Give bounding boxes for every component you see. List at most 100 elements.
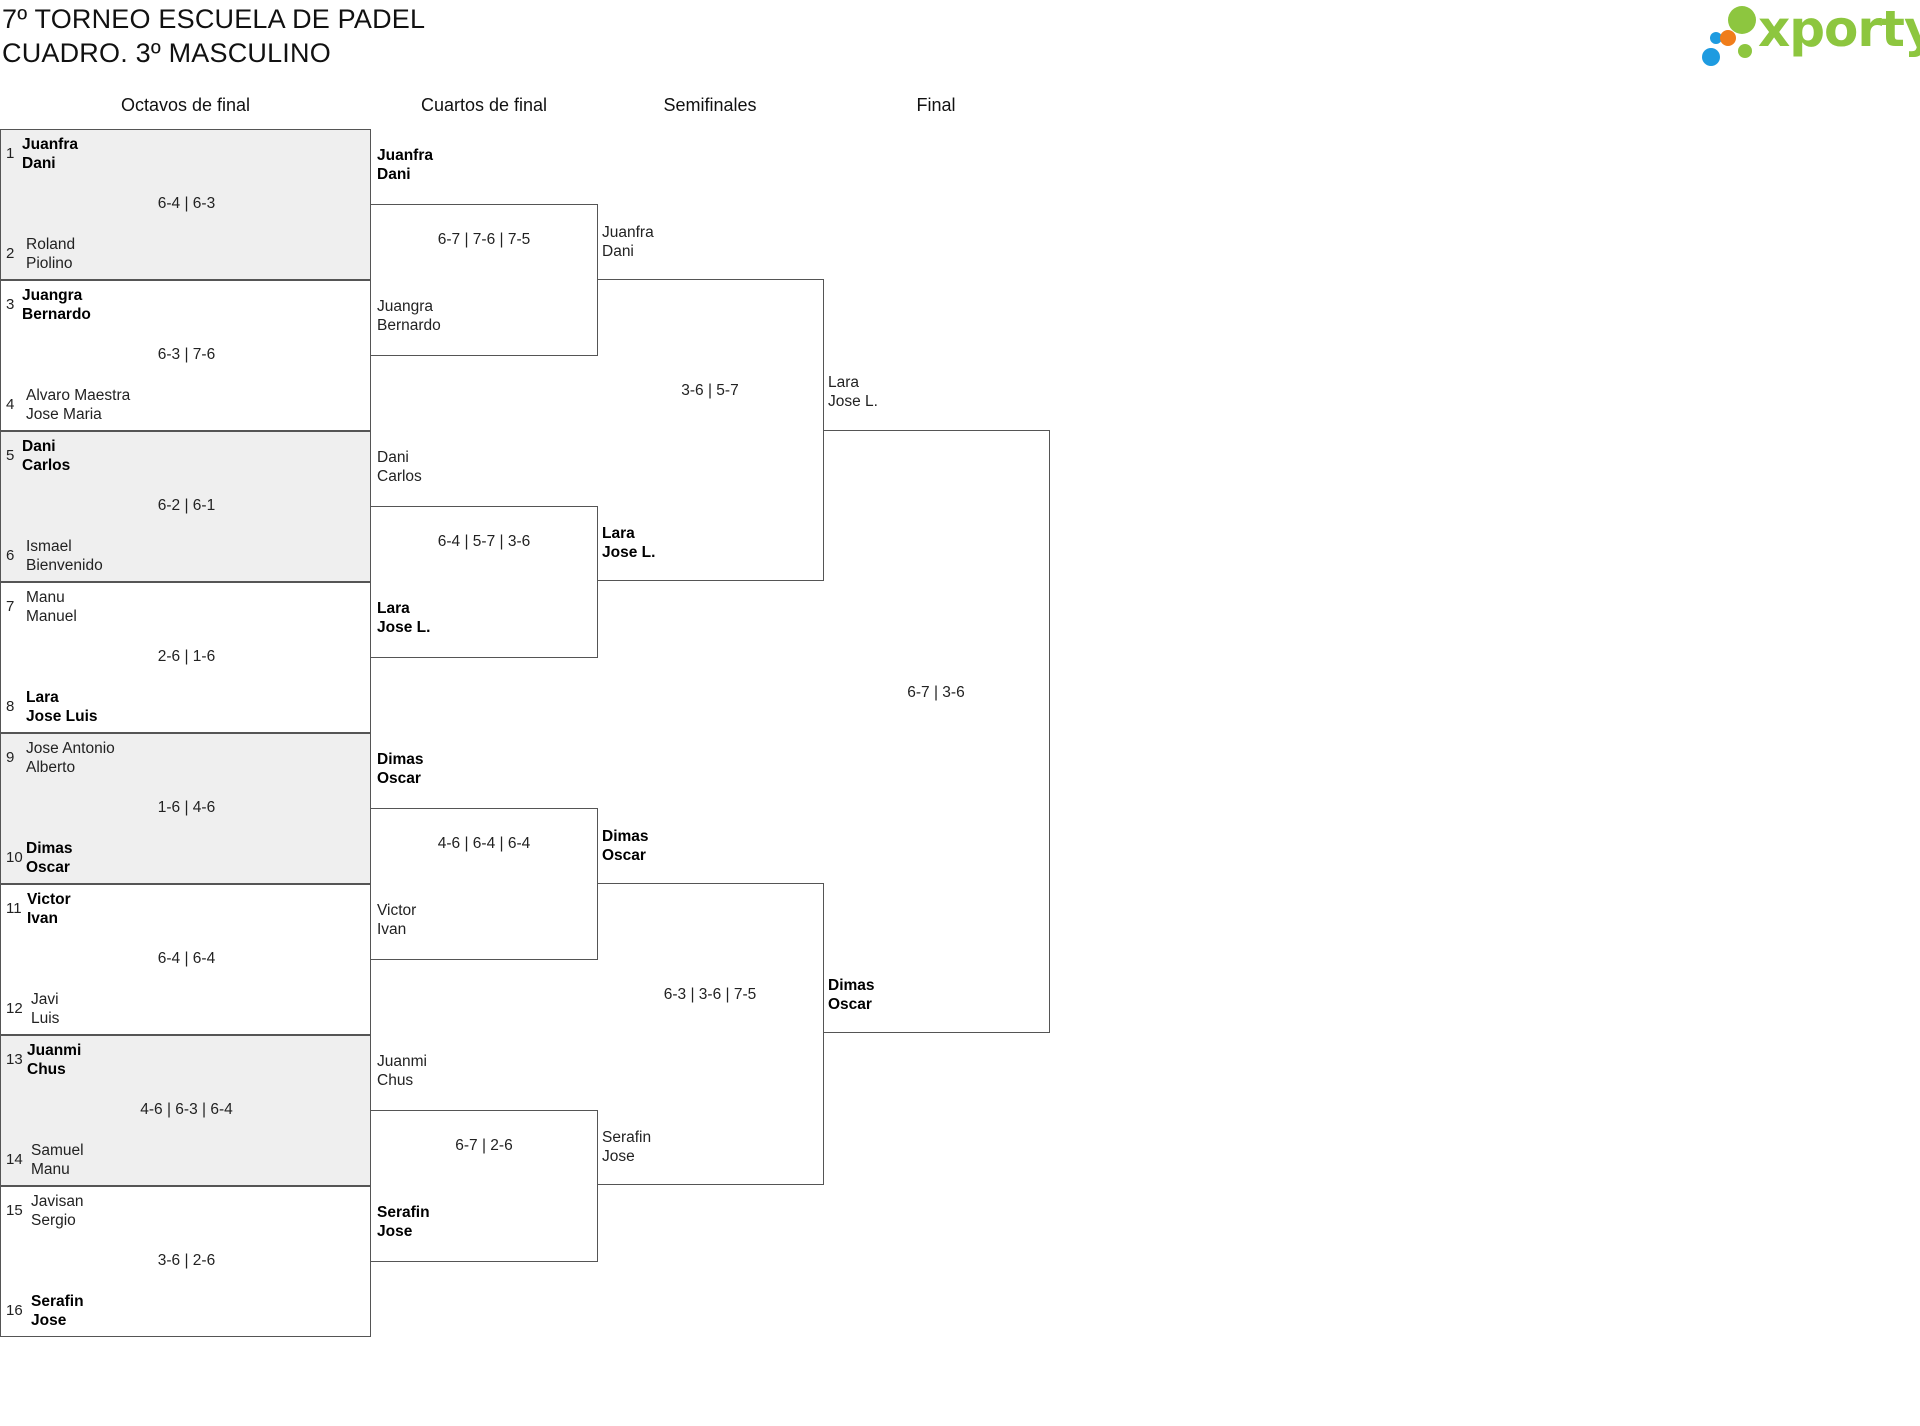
logo-dot-green-small (1738, 44, 1752, 58)
player-name: Ivan (377, 921, 407, 938)
player-name: Dani (22, 438, 56, 455)
title-line-2: CUADRO. 3º MASCULINO (2, 38, 331, 68)
player-name: Manuel (26, 608, 77, 625)
player-name: Chus (377, 1072, 414, 1089)
match-score: 4-6 | 6-4 | 6-4 (437, 835, 531, 852)
match-score: 3-6 | 5-7 (681, 382, 739, 399)
seed-number: 13 (6, 1051, 23, 1068)
player-name: Juanmi (377, 1053, 427, 1070)
column-header-final: Final (916, 95, 956, 115)
logo-dot-blue (1702, 48, 1720, 66)
player-name: Oscar (602, 847, 646, 864)
column-header-cuartos: Cuartos de final (420, 95, 548, 115)
player-name: Alberto (26, 759, 76, 776)
player-name: Jose Antonio (26, 740, 115, 757)
player-name: Dimas (377, 751, 424, 768)
player-name: Dani (22, 155, 56, 172)
player-name: Dani (377, 449, 409, 466)
seed-number: 10 (6, 849, 23, 866)
player-name: Alvaro Maestra (26, 387, 131, 404)
player-name: Manu (31, 1161, 70, 1178)
match-score: 6-4 | 6-3 (157, 195, 216, 212)
cuartos-match (371, 204, 598, 356)
seed-number: 3 (6, 296, 15, 313)
player-name: Lara (377, 600, 410, 617)
player-name: Bernardo (22, 306, 91, 323)
player-name: Javi (31, 991, 59, 1008)
player-name: Juanfra (602, 224, 654, 241)
player-name: Dimas (828, 977, 875, 994)
seed-number: 11 (6, 900, 22, 917)
cuartos-match (371, 808, 598, 960)
match-score: 2-6 | 1-6 (157, 648, 216, 665)
logo-dot-blue-small (1710, 32, 1722, 44)
player-name: Luis (31, 1010, 60, 1027)
final-match (823, 430, 1050, 1033)
match-score: 6-4 | 6-4 (157, 950, 216, 967)
player-name: Juanfra (22, 136, 78, 153)
player-name: Juanmi (27, 1042, 82, 1059)
player-name: Victor (27, 891, 71, 908)
match-score: 6-4 | 5-7 | 3-6 (437, 533, 531, 550)
player-name: Oscar (828, 996, 872, 1013)
player-name: Oscar (377, 770, 421, 787)
logo-wordmark: xporty (1758, 0, 1920, 58)
page-title: 7º TORNEO ESCUELA DE PADEL CUADRO. 3º MA… (2, 2, 425, 70)
player-name: Victor (377, 902, 417, 919)
match-score: 6-3 | 3-6 | 7-5 (663, 986, 757, 1003)
player-name: Dani (377, 166, 411, 183)
match-score: 6-3 | 7-6 (157, 346, 216, 363)
player-name: Dani (602, 243, 634, 260)
player-name: Samuel (31, 1142, 84, 1159)
cuartos-match (371, 506, 598, 658)
logo-dot-green-large (1728, 6, 1756, 34)
player-name: Juanfra (377, 147, 433, 164)
player-name: Javisan (31, 1193, 84, 1210)
player-name: Bienvenido (26, 557, 103, 574)
title-line-1: 7º TORNEO ESCUELA DE PADEL (2, 4, 426, 34)
player-name: Jose L. (828, 393, 878, 410)
column-header-semis: Semifinales (663, 95, 757, 115)
seed-number: 7 (6, 598, 15, 615)
logo-dot-orange-mid (1720, 30, 1736, 46)
player-name: Jose L. (602, 544, 656, 561)
player-name: Ismael (26, 538, 72, 555)
player-name: Sergio (31, 1212, 76, 1229)
seed-number: 1 (6, 145, 15, 162)
xporty-logo: xporty (1698, 0, 1920, 68)
seed-number: 2 (6, 245, 15, 262)
player-name: Lara (26, 689, 59, 706)
player-name: Dimas (26, 840, 73, 857)
player-name: Bernardo (377, 317, 441, 334)
player-name: Ivan (27, 910, 59, 927)
seed-number: 9 (6, 749, 15, 766)
player-name: Jose Maria (26, 406, 102, 423)
player-name: Piolino (26, 255, 73, 272)
match-score: 4-6 | 6-3 | 6-4 (140, 1101, 233, 1118)
player-name: Roland (26, 236, 76, 253)
